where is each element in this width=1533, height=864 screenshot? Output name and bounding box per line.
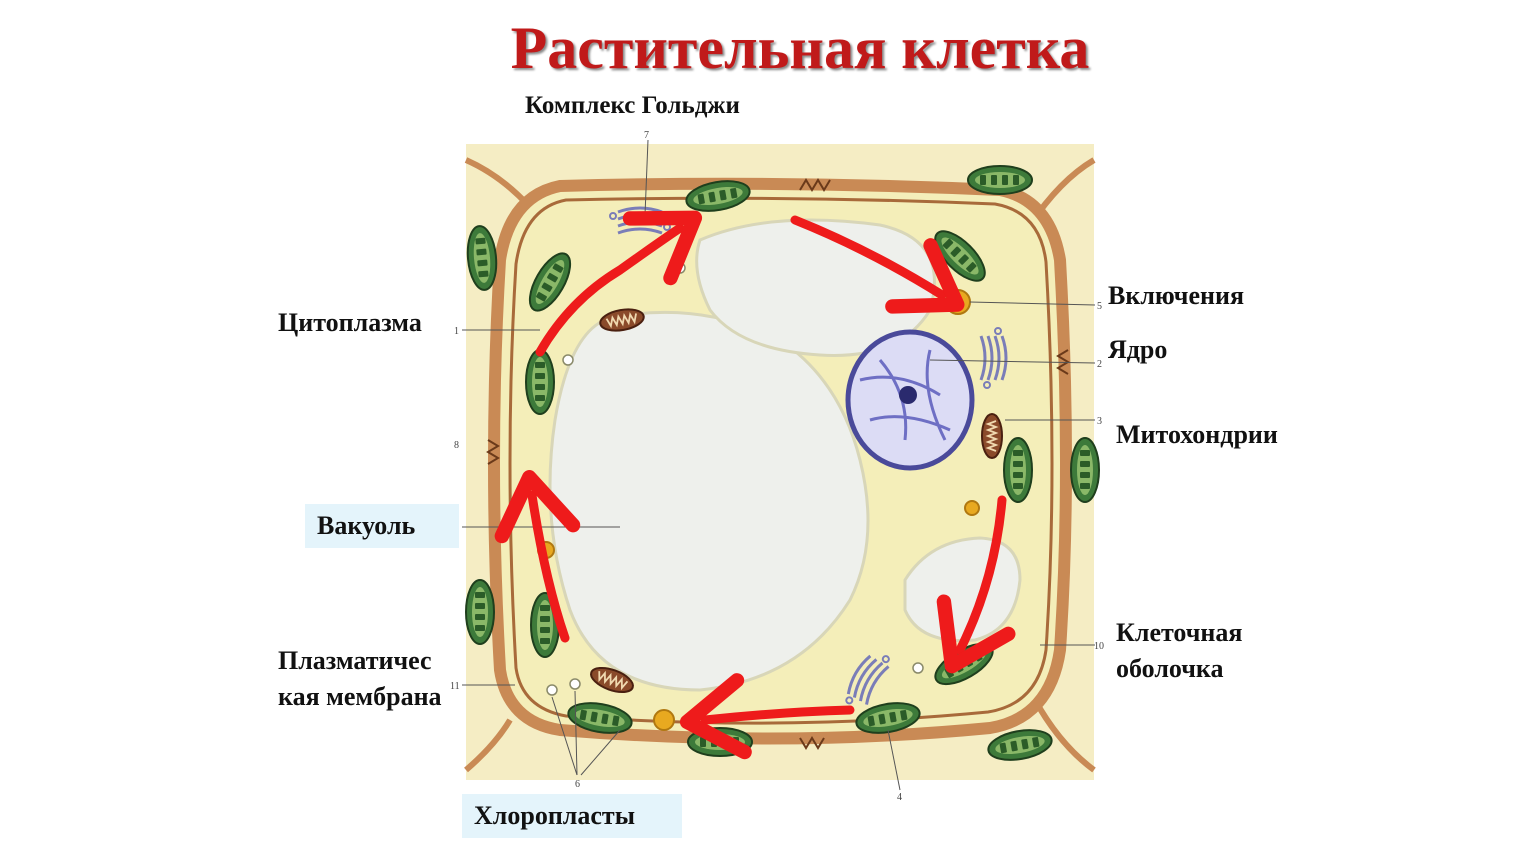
vacuole-label: Вакуоль: [305, 504, 459, 548]
arrow-left-up: [535, 210, 703, 357]
plasma-membrane: [508, 196, 1054, 725]
mitochondria-label: Митохондрии: [1116, 420, 1278, 449]
number-8: 8: [454, 440, 459, 451]
plasma-membrane-label: Плазматическая мембрана: [278, 646, 442, 711]
cyclosis-arrows: [494, 210, 1016, 760]
plasmodesmata: [486, 178, 1070, 750]
number-3: 3: [1097, 416, 1102, 427]
page-title: Растительная клетка: [510, 15, 1090, 81]
number-6: 6: [575, 779, 580, 790]
number-1: 1: [454, 326, 459, 337]
number-2: 2: [1097, 359, 1102, 370]
arrow-bottom-left: [679, 673, 855, 760]
cell-wall-label: Клеточная оболочка: [1116, 618, 1243, 683]
number-7: 7: [644, 130, 649, 141]
nucleus-label: Ядро: [1108, 335, 1168, 364]
cytoplasm-label: Цитоплазма: [278, 308, 422, 337]
number-11: 11: [450, 681, 460, 692]
arrow-top-right: [790, 215, 965, 314]
number-4: 4: [897, 792, 902, 803]
number-5: 5: [1097, 301, 1102, 312]
chloroplasts-label: Хлоропласты: [462, 794, 682, 838]
arrow-lower-left-up: [494, 470, 581, 643]
nucleus: [845, 329, 975, 471]
arrow-right-down: [936, 495, 1016, 674]
inclusions-label: Включения: [1108, 281, 1245, 310]
number-10: 10: [1094, 641, 1104, 652]
golgi-label: Комплекс Гольджи: [525, 92, 740, 119]
